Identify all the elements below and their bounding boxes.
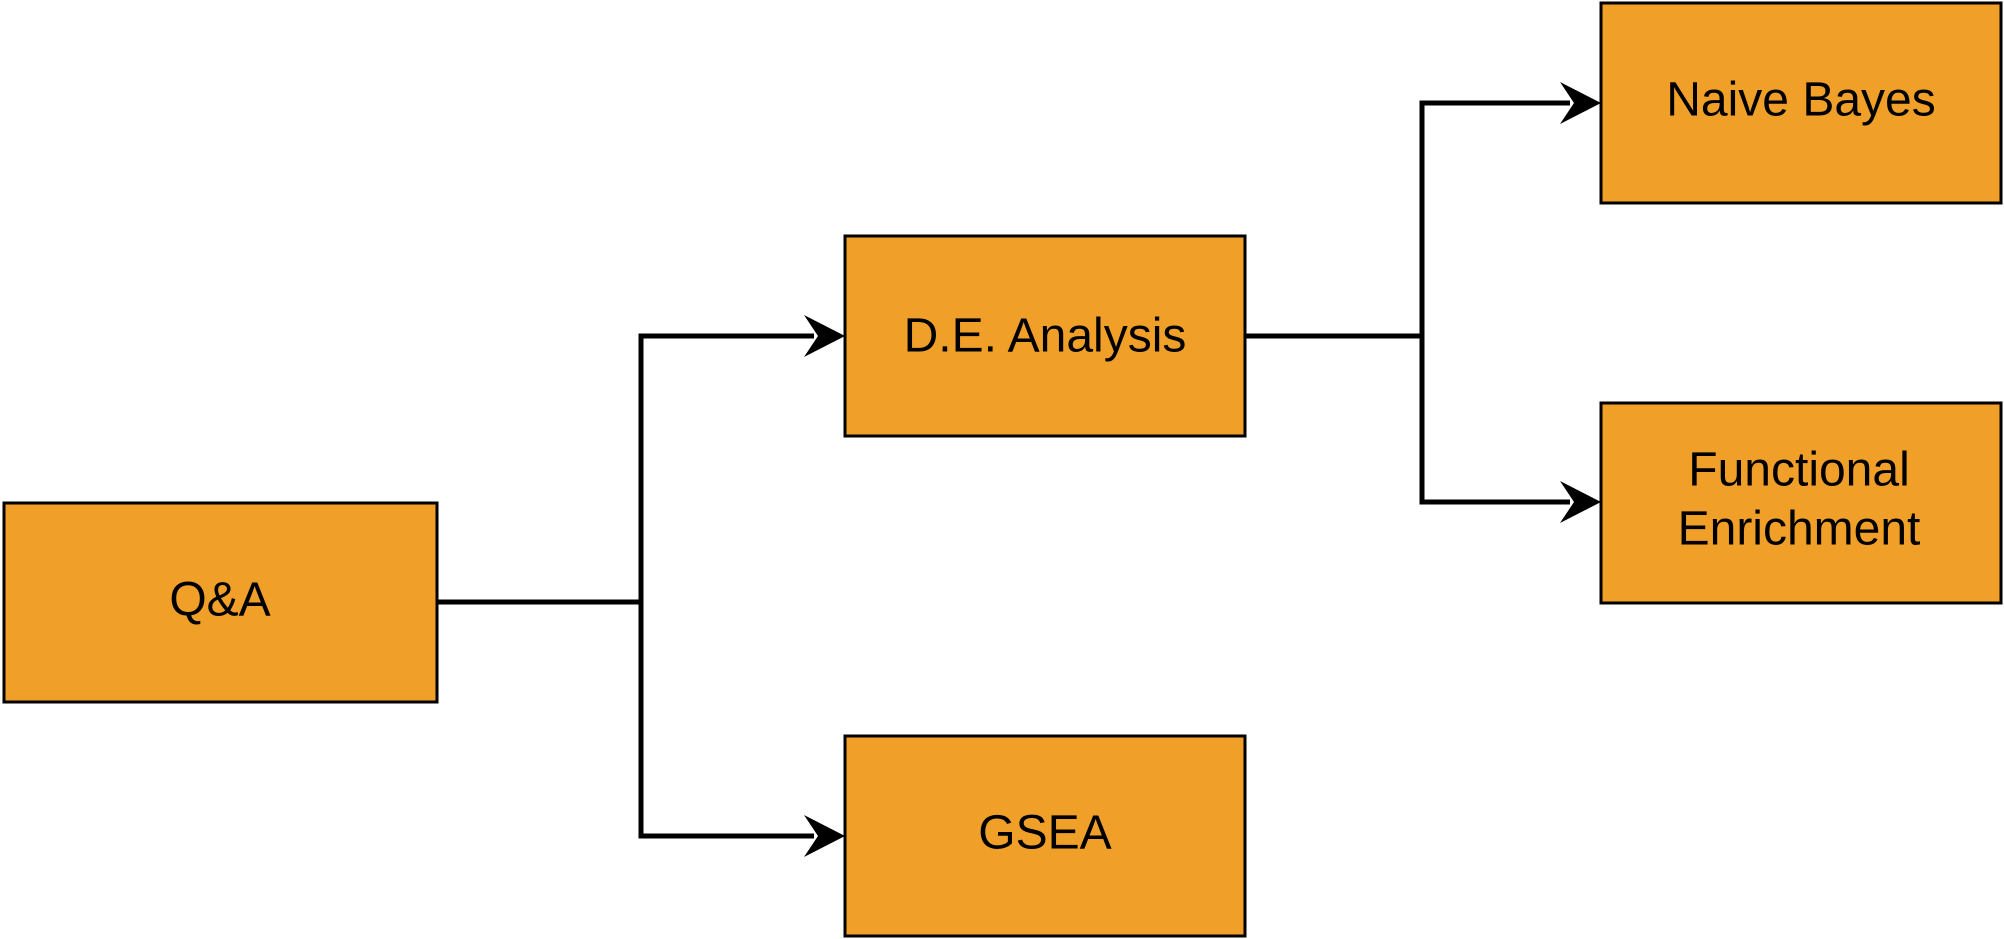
arrowhead-gsea [804,815,845,857]
node-gsea-box [843,734,1247,938]
node-de-analysis: D.E. Analysis [843,234,1247,438]
node-gsea-label: GSEA [978,807,1111,860]
node-naive-bayes-label: Naive Bayes [1666,74,1935,127]
arrowhead-functional-enrichment [1560,481,1601,523]
node-functional-enrichment-label-line2: Enrichment [1678,503,1921,556]
node-naive-bayes: Naive Bayes [1599,1,2003,205]
node-qa: Q&A [2,501,439,704]
node-de-analysis-box [843,234,1247,438]
edge-de-analysis-to-functional-enrichment [1419,336,1570,505]
arrowhead-de-analysis [804,315,845,357]
node-naive-bayes-box [1599,1,2003,205]
edge-de-analysis-to-naive-bayes [1245,100,1570,339]
node-qa-box [2,501,439,704]
arrowhead-naive-bayes [1560,82,1601,124]
node-qa-label: Q&A [169,574,270,627]
node-functional-enrichment-box [1599,401,2003,605]
edge-qa-to-de-analysis [437,333,814,605]
node-functional-enrichment-label-line1: Functional [1688,444,1909,497]
node-de-analysis-label: D.E. Analysis [904,310,1187,363]
node-functional-enrichment: Functional Enrichment [1599,401,2003,605]
edge-qa-to-gsea [638,602,814,839]
node-gsea: GSEA [843,734,1247,938]
